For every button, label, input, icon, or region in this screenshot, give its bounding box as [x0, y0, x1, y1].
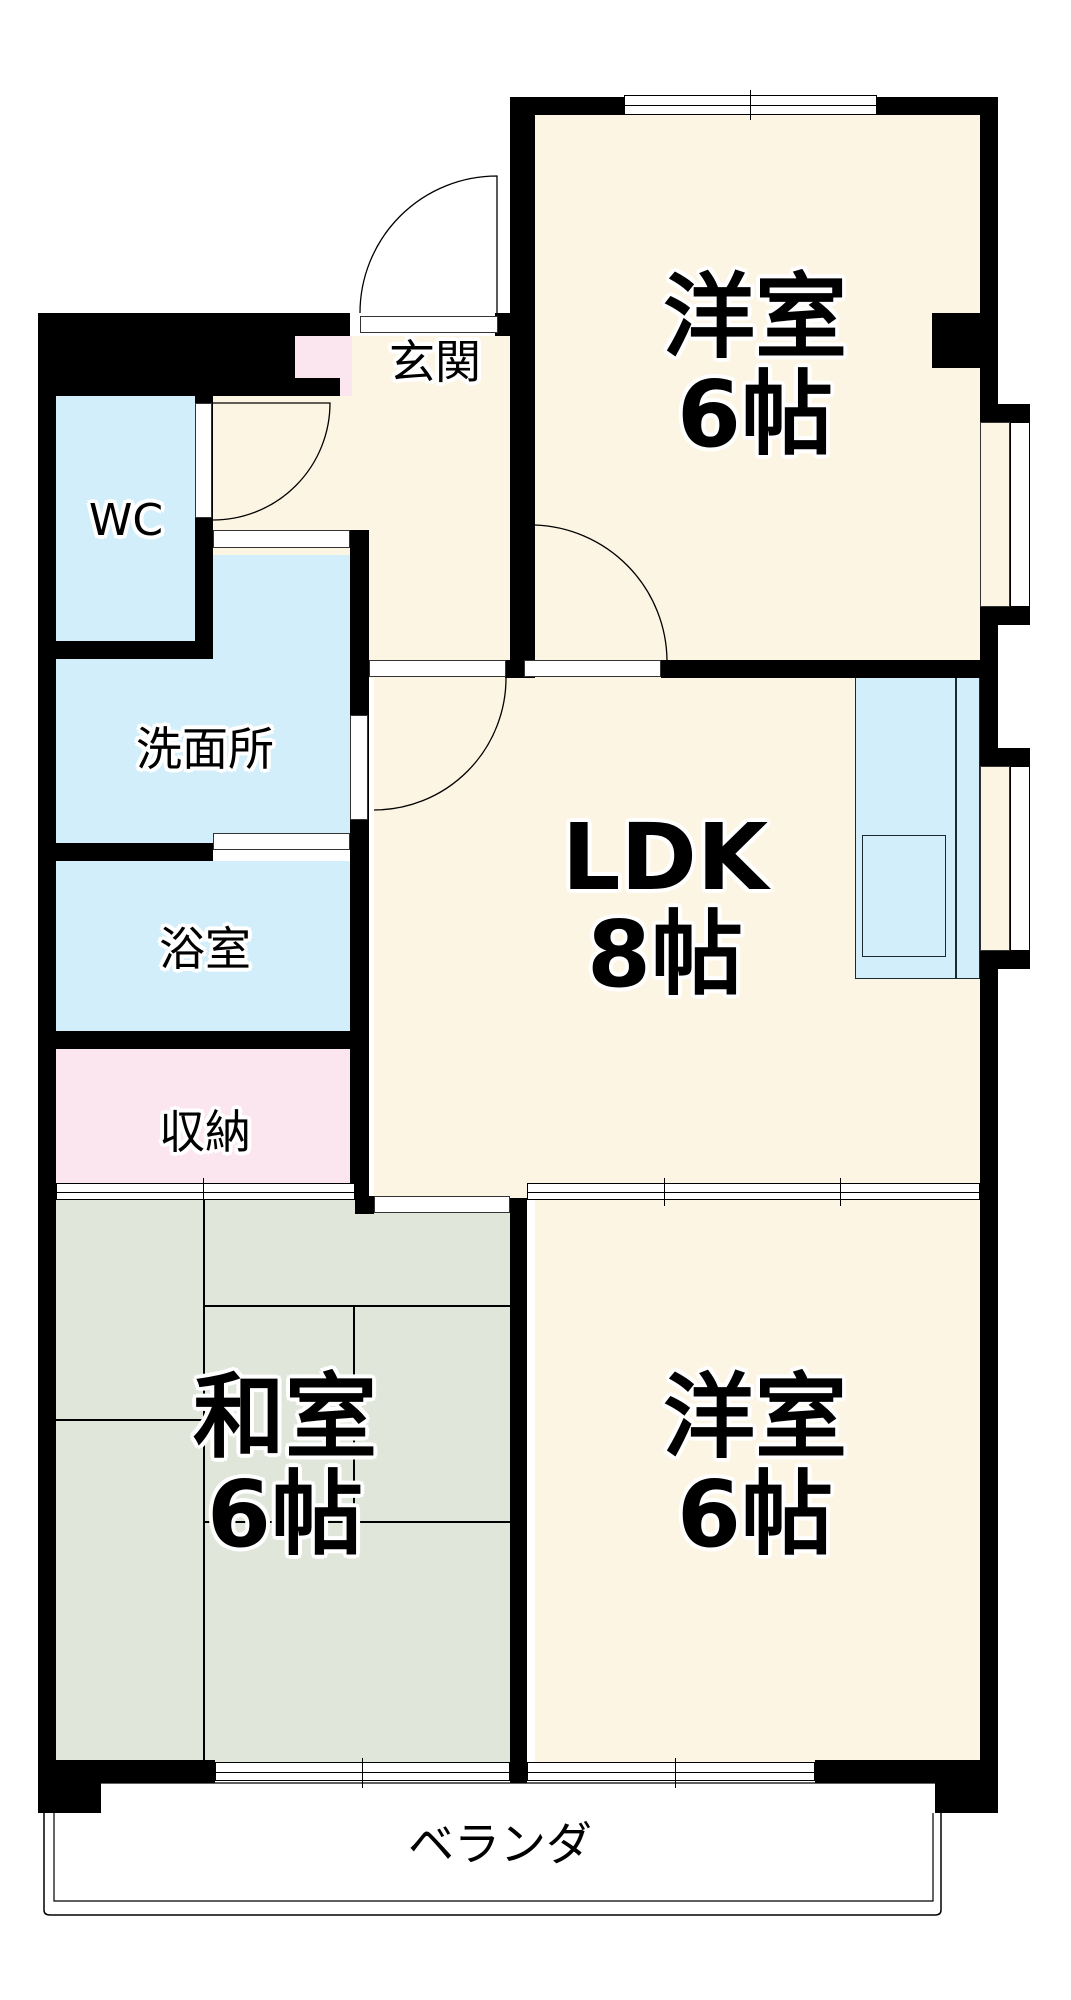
bay-window-sill — [980, 766, 1010, 951]
wall — [38, 641, 213, 659]
wall — [38, 1031, 369, 1049]
pillar — [935, 1760, 998, 1813]
window-icon — [1010, 766, 1030, 951]
room-size: 6帖 — [676, 360, 833, 468]
pillar — [932, 313, 998, 368]
room-label-wc: WC — [88, 495, 164, 546]
room-name: 洋室 — [662, 1364, 847, 1471]
wall — [38, 843, 213, 861]
sliding-door-mullion — [840, 1178, 841, 1206]
room-label-entrance: 玄関 — [389, 335, 481, 389]
tatami-mat-icon — [353, 1305, 355, 1521]
room-label-ldk: LDK 8帖 — [540, 804, 790, 1008]
western-room-south-floor — [535, 1198, 980, 1780]
tatami-mat-icon — [56, 1419, 203, 1421]
entrance-floor — [352, 336, 517, 396]
kitchen-counter-icon — [855, 674, 980, 979]
storage-floor — [56, 1048, 355, 1198]
wall — [980, 607, 1030, 625]
hall-ldk-door-opening[interactable] — [369, 660, 506, 677]
window-icon — [527, 1762, 815, 1781]
kitchen-backsplash — [955, 674, 957, 979]
tatami-mat-icon — [203, 1305, 517, 1307]
japanese-room-floor — [56, 1198, 517, 1780]
wall — [980, 748, 1030, 766]
tatami-mat-icon — [203, 1521, 517, 1523]
washroom-door-opening[interactable] — [213, 530, 350, 548]
room-label-veranda: ベランダ — [408, 1817, 592, 1871]
room-label-bathroom: 浴室 — [159, 922, 251, 976]
wall — [980, 951, 1030, 969]
tatami-mat-icon — [203, 1198, 205, 1780]
room-label-storage: 収納 — [159, 1105, 251, 1159]
window-icon — [1010, 422, 1030, 607]
western-room-north-floor — [535, 115, 980, 678]
washroom-floor — [56, 657, 355, 845]
wall — [510, 97, 535, 678]
wc-floor — [56, 396, 195, 641]
sliding-door-icon[interactable] — [527, 1183, 980, 1200]
room-label-western-south: 洋室 6帖 — [635, 1364, 875, 1568]
sliding-door-icon[interactable] — [56, 1183, 355, 1200]
wall — [661, 660, 998, 678]
window-mullion — [362, 1758, 363, 1788]
bay-window-sill — [980, 422, 1010, 607]
wall — [505, 660, 524, 678]
room-size: 6帖 — [206, 1460, 363, 1568]
washroom-ldk-door-opening[interactable] — [350, 715, 368, 820]
wc-door-opening[interactable] — [195, 403, 212, 518]
entrance-door-opening[interactable] — [360, 316, 498, 333]
ldk-japanese-opening[interactable] — [374, 1196, 510, 1213]
room-label-western-north: 洋室 6帖 — [635, 264, 875, 468]
room-name: 和室 — [192, 1364, 377, 1471]
room-label-japanese: 和室 6帖 — [165, 1364, 405, 1568]
room-name: LDK — [561, 804, 769, 911]
room-label-washroom: 洗面所 — [136, 722, 274, 776]
wall — [38, 313, 295, 396]
window-mullion — [675, 1758, 676, 1788]
window-mullion — [750, 90, 751, 120]
north-room-door-opening[interactable] — [524, 660, 661, 677]
sliding-door-mullion — [203, 1178, 204, 1200]
pillar — [38, 1760, 101, 1813]
sliding-door-mullion — [664, 1178, 665, 1206]
wall — [510, 1198, 527, 1783]
bathroom-door-opening[interactable] — [213, 833, 350, 850]
bathroom-floor — [56, 861, 355, 1032]
room-size: 8帖 — [586, 900, 743, 1008]
washroom-upper-floor — [213, 555, 355, 665]
wall — [355, 1196, 374, 1214]
room-size: 6帖 — [676, 1460, 833, 1568]
wall — [980, 404, 1030, 422]
wall — [295, 378, 340, 396]
room-name: 洋室 — [662, 264, 847, 371]
sink-icon — [862, 835, 946, 957]
